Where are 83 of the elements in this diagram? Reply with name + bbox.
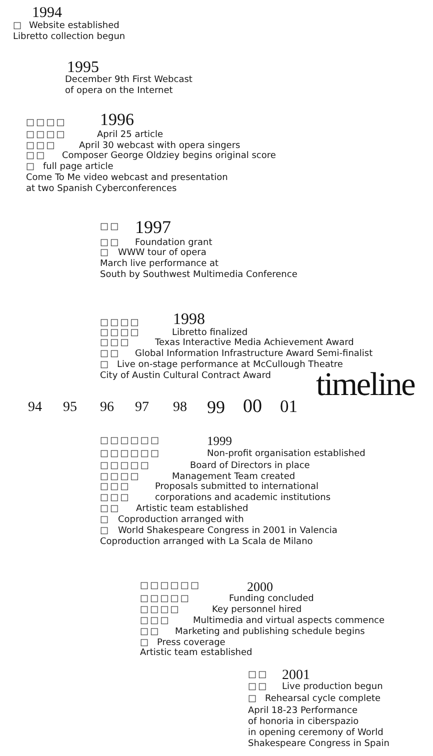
square-glyphs: □ — [100, 248, 110, 259]
square-glyphs: □□□□ — [100, 318, 140, 328]
year-heading: 2000 — [247, 580, 273, 592]
event-text: March live performance at South by Southwest Multimedia Conference — [100, 259, 298, 281]
timeline-title: timeline — [316, 369, 415, 402]
event-text: Artistic team established — [140, 648, 252, 659]
square-glyphs: □□□ — [100, 493, 130, 504]
event-text: World Shakespeare Congress in 2001 in Valencia — [118, 526, 338, 537]
year-axis-label: 96 — [100, 401, 114, 415]
square-glyphs: □□□ — [100, 482, 130, 493]
year-heading: 1999 — [207, 434, 232, 447]
square-glyphs: □□□□□□ — [100, 449, 161, 460]
event-text: City of Austin Cultural Contract Award — [100, 370, 271, 382]
year-axis-label: 98 — [173, 401, 187, 415]
square-glyphs: □□ — [100, 222, 120, 232]
year-heading: 1996 — [100, 111, 134, 128]
year-axis-label: 95 — [63, 401, 77, 415]
square-glyphs: □ — [13, 20, 24, 32]
event-text: Marketing and publishing schedule begins — [175, 626, 365, 638]
square-glyphs: □□□□ — [140, 604, 180, 616]
event-text: December 9th First Webcast of opera on the Internet — [65, 74, 192, 96]
year-axis-label: 99 — [207, 398, 225, 416]
square-glyphs: □□□□□□ — [100, 436, 161, 446]
year-heading: 1994 — [32, 6, 62, 20]
square-glyphs: □□□ — [140, 616, 170, 626]
square-glyphs: □ — [140, 638, 150, 648]
year-axis-label: 97 — [135, 401, 149, 415]
square-glyphs: □□□□ — [26, 118, 66, 128]
year-axis-label: 94 — [28, 401, 42, 415]
event-text: Composer George Oldziey begins original score — [62, 151, 276, 162]
square-glyphs: □□□□□ — [100, 460, 151, 472]
event-text: Multimedia and virtual aspects commence — [193, 616, 385, 626]
event-text: April 30 webcast with opera singers — [79, 140, 240, 151]
square-glyphs: □□ — [248, 670, 268, 681]
square-glyphs: □□ — [100, 238, 120, 248]
event-text: Management Team created — [172, 472, 296, 482]
year-axis-label: 00 — [243, 397, 262, 416]
event-text: Coproduction arranged with La Scala de Milano — [100, 537, 313, 548]
square-glyphs: □□□ — [100, 338, 130, 349]
square-glyphs: □□□□ — [100, 472, 140, 482]
event-text: Key personnel hired — [212, 604, 302, 616]
year-heading: 1997 — [135, 218, 171, 236]
event-text: Live on-stage performance at McCullough Theatre — [117, 360, 343, 370]
event-text: full page article — [43, 162, 114, 172]
year-heading: 1995 — [67, 60, 99, 76]
square-glyphs: □□□□□ — [140, 594, 191, 604]
square-glyphs: □□□ — [26, 140, 56, 152]
year-heading: 2001 — [282, 668, 310, 682]
square-glyphs: □□□□ — [100, 328, 140, 338]
event-text: Funding concluded — [229, 594, 314, 604]
event-text: Live production begun — [282, 682, 383, 692]
square-glyphs: □□ — [100, 348, 120, 360]
square-glyphs: □ — [100, 526, 110, 537]
square-glyphs: □□ — [140, 626, 160, 638]
year-heading: 1998 — [173, 312, 205, 328]
event-text: Board of Directors in place — [190, 460, 310, 472]
event-text: April 18-23 Performance of honoria in ciberspazio in opening ceremony of World Shakespeare Congress in Spain — [248, 706, 390, 750]
square-glyphs: □ — [26, 162, 36, 172]
event-text: Press coverage — [157, 638, 226, 648]
square-glyphs: □□□□□□ — [140, 580, 201, 592]
event-text: Artistic team established — [136, 504, 248, 515]
square-glyphs: □□ — [26, 151, 46, 162]
event-text: Non-profit organisation established — [207, 449, 366, 460]
event-text: Libretto finalized — [172, 328, 248, 338]
event-text: Rehearsal cycle complete — [265, 694, 381, 704]
event-text: Texas Interactive Media Achievement Award — [155, 338, 354, 349]
event-text: April 25 article — [97, 130, 163, 140]
square-glyphs: □ — [100, 360, 110, 370]
square-glyphs: □ — [100, 515, 110, 526]
square-glyphs: □ — [248, 694, 258, 704]
event-text: Global Information Infrastructure Award Semi-finalist — [135, 348, 373, 360]
event-text: Foundation grant — [135, 238, 212, 248]
event-text: corporations and academic institutions — [155, 493, 331, 504]
square-glyphs: □□ — [248, 682, 268, 692]
year-axis-label: 01 — [280, 398, 298, 416]
event-text: Coproduction arranged with — [118, 515, 244, 526]
event-text: Libretto collection begun — [13, 32, 126, 42]
event-text: Website established — [29, 20, 120, 32]
square-glyphs: □□ — [100, 504, 120, 515]
square-glyphs: □□□□ — [26, 130, 66, 140]
event-text: WWW tour of opera — [118, 248, 206, 259]
event-text: Come To Me video webcast and presentation at two Spanish Cyberconferences — [26, 172, 228, 194]
event-text: Proposals submitted to international — [155, 482, 318, 493]
